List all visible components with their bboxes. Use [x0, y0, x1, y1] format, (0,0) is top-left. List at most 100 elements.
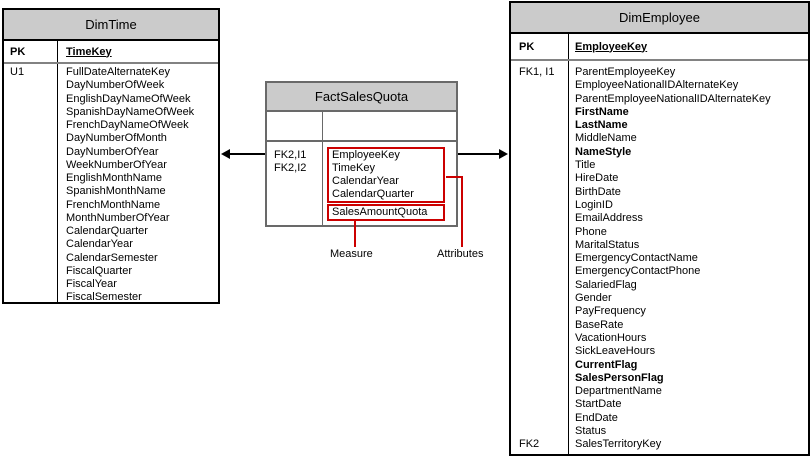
key-cell [511, 212, 569, 225]
table-row: MiddleName [511, 132, 808, 145]
pk-field: EmployeeKey [575, 40, 648, 53]
column-name: SickLeaveHours [575, 345, 656, 358]
table-row: EmailAddress [511, 212, 808, 225]
key-cell [511, 398, 569, 411]
key-cell [4, 252, 58, 265]
column-name: Phone [575, 225, 607, 238]
table-row: Phone [511, 226, 808, 239]
key-cell [511, 93, 569, 106]
column-name: CalendarYear [332, 175, 399, 187]
column-name: FrenchDayNameOfWeek [66, 119, 189, 131]
table-row: Status [511, 425, 808, 438]
column-name: CalendarSemester [66, 251, 158, 264]
key-cell [511, 345, 569, 358]
table-row: EnglishMonthName [4, 172, 218, 185]
column-name: EnglishDayNameOfWeek [66, 92, 191, 105]
column-name: VacationHours [575, 331, 647, 344]
key-cell [4, 265, 58, 278]
table-row: BirthDate [511, 186, 808, 199]
table-row: EnglishDayNameOfWeek [4, 93, 218, 106]
key-cell: FK1, I1 [519, 66, 555, 78]
table-row: SalesPersonFlag [511, 372, 808, 385]
table-row: PayFrequency [511, 305, 808, 318]
key-cell [511, 385, 569, 398]
table-title-text: DimEmployee [619, 10, 700, 25]
table-row: DayNumberOfMonth [4, 132, 218, 145]
key-cell [4, 185, 58, 198]
key-cell [4, 106, 58, 119]
table-row: LastName [511, 119, 808, 132]
column-name: EmergencyContactName [575, 252, 698, 265]
column-name: TimeKey [332, 162, 375, 174]
key-cell [4, 159, 58, 172]
table-row: FK2 SalesTerritoryKey [511, 438, 808, 451]
key-cell [4, 238, 58, 251]
column-name: EmployeeNationalIDAlternateKey [575, 79, 739, 92]
column-name: Gender [575, 292, 612, 305]
column-name: DepartmentName [575, 385, 662, 398]
fact-columns: EmployeeKey TimeKey CalendarYear Calenda… [323, 142, 456, 225]
column-name: Title [575, 159, 596, 172]
column-name: CalendarQuarter [66, 225, 148, 237]
column-name: FullDateAlternateKey [66, 66, 170, 78]
key-cell [511, 332, 569, 345]
table-row: SalariedFlag [511, 279, 808, 292]
column-name: DayNumberOfYear [66, 145, 159, 158]
table-row: MaritalStatus [511, 239, 808, 252]
table-row: DepartmentName [511, 385, 808, 398]
key-cell [511, 252, 569, 265]
measure-highlight-box: SalesAmountQuota [327, 204, 445, 221]
key-cell [511, 106, 569, 119]
key-cell [511, 146, 569, 159]
column-name: EnglishMonthName [66, 172, 162, 184]
column-name: ParentEmployeeKey [575, 66, 676, 78]
table-title-text: DimTime [85, 17, 137, 32]
column-name: FiscalSemester [66, 291, 142, 304]
column-name: DayNumberOfMonth [66, 132, 167, 145]
column-name: MaritalStatus [575, 238, 640, 251]
key-cell [511, 265, 569, 278]
column-divider [568, 61, 569, 454]
key-cell [511, 199, 569, 212]
column-name: SpanishDayNameOfWeek [66, 105, 195, 118]
fk-key-list: FK2,I1 FK2,I2 [267, 142, 323, 225]
key-cell [4, 212, 58, 225]
fk-key: FK2,I1 [274, 149, 307, 161]
column-name: HireDate [575, 172, 619, 185]
column-divider [57, 41, 58, 62]
key-cell [511, 159, 569, 172]
relation-line-dimtime [229, 153, 265, 155]
key-cell [4, 199, 58, 212]
table-row: FK1, I1 ParentEmployeeKey [511, 66, 808, 79]
key-cell [511, 319, 569, 332]
key-cell [511, 279, 569, 292]
key-cell [511, 292, 569, 305]
table-row: WeekNumberOfYear [4, 159, 218, 172]
column-name: LoginID [575, 198, 613, 211]
table-row: FiscalSemester [4, 291, 218, 304]
attributes-highlight-box: EmployeeKey TimeKey CalendarYear Calenda… [327, 147, 445, 203]
column-name: EmployeeKey [332, 149, 400, 161]
table-row: NameStyle [511, 146, 808, 159]
key-cell [511, 412, 569, 425]
key-cell [511, 425, 569, 438]
column-name: ParentEmployeeNationalIDAlternateKey [575, 92, 771, 105]
column-name: CalendarYear [66, 238, 133, 251]
key-cell [511, 119, 569, 132]
table-row: HireDate [511, 172, 808, 185]
column-name: NameStyle [575, 145, 632, 158]
column-name: MonthNumberOfYear [66, 211, 170, 224]
column-divider [568, 34, 569, 59]
column-name: BirthDate [575, 185, 621, 198]
column-name: EmergencyContactPhone [575, 265, 701, 278]
key-cell [511, 359, 569, 372]
table-dimtime: DimTime PK TimeKey U1 FullDateAlternateK… [2, 8, 220, 304]
column-name: DayNumberOfWeek [66, 79, 165, 92]
table-row: CalendarSemester [4, 252, 218, 265]
key-cell [511, 172, 569, 185]
attributes-callout-line-horizontal [446, 176, 463, 178]
key-cell [511, 305, 569, 318]
column-name: EmailAddress [575, 212, 643, 225]
column-name: FiscalYear [66, 278, 117, 290]
